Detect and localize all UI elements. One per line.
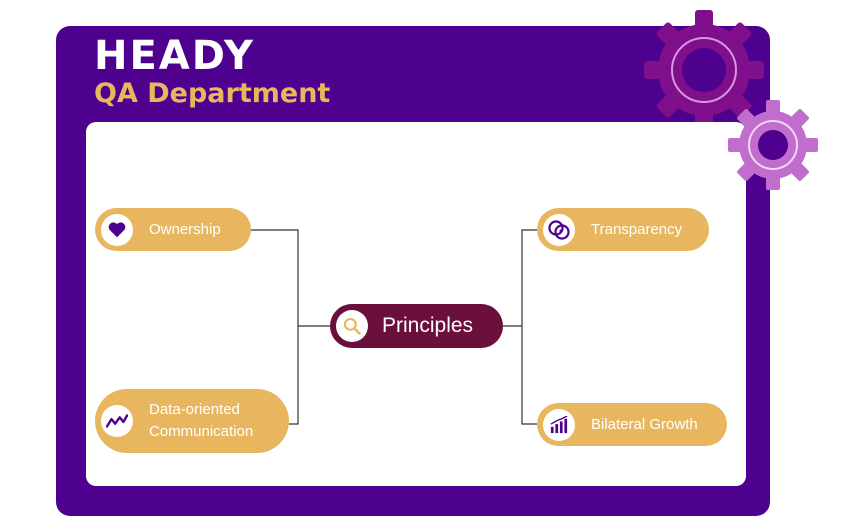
center-label: Principles xyxy=(382,314,474,337)
magnifier-icon xyxy=(336,310,368,342)
center-principles-node: Principles xyxy=(330,304,503,348)
principle-ownership: Ownership xyxy=(95,208,251,251)
principle-transparency: Transparency xyxy=(537,208,709,251)
trend-line-icon xyxy=(101,405,133,437)
brand-title: HEADY xyxy=(94,33,256,79)
principle-label: Ownership xyxy=(149,220,221,238)
principle-data-communication: Data-oriented Communication xyxy=(95,389,289,453)
heart-icon xyxy=(101,213,133,246)
principle-bilateral-growth: Bilateral Growth xyxy=(537,403,727,446)
principle-label: Transparency xyxy=(591,220,683,238)
small-gear-icon xyxy=(728,100,818,190)
overlapping-circles-icon xyxy=(543,213,575,246)
bar-chart-growth-icon xyxy=(543,408,575,441)
principle-label: Data-oriented Communication xyxy=(149,401,254,440)
department-subtitle: QA Department xyxy=(94,78,331,109)
principle-label: Bilateral Growth xyxy=(591,415,698,433)
